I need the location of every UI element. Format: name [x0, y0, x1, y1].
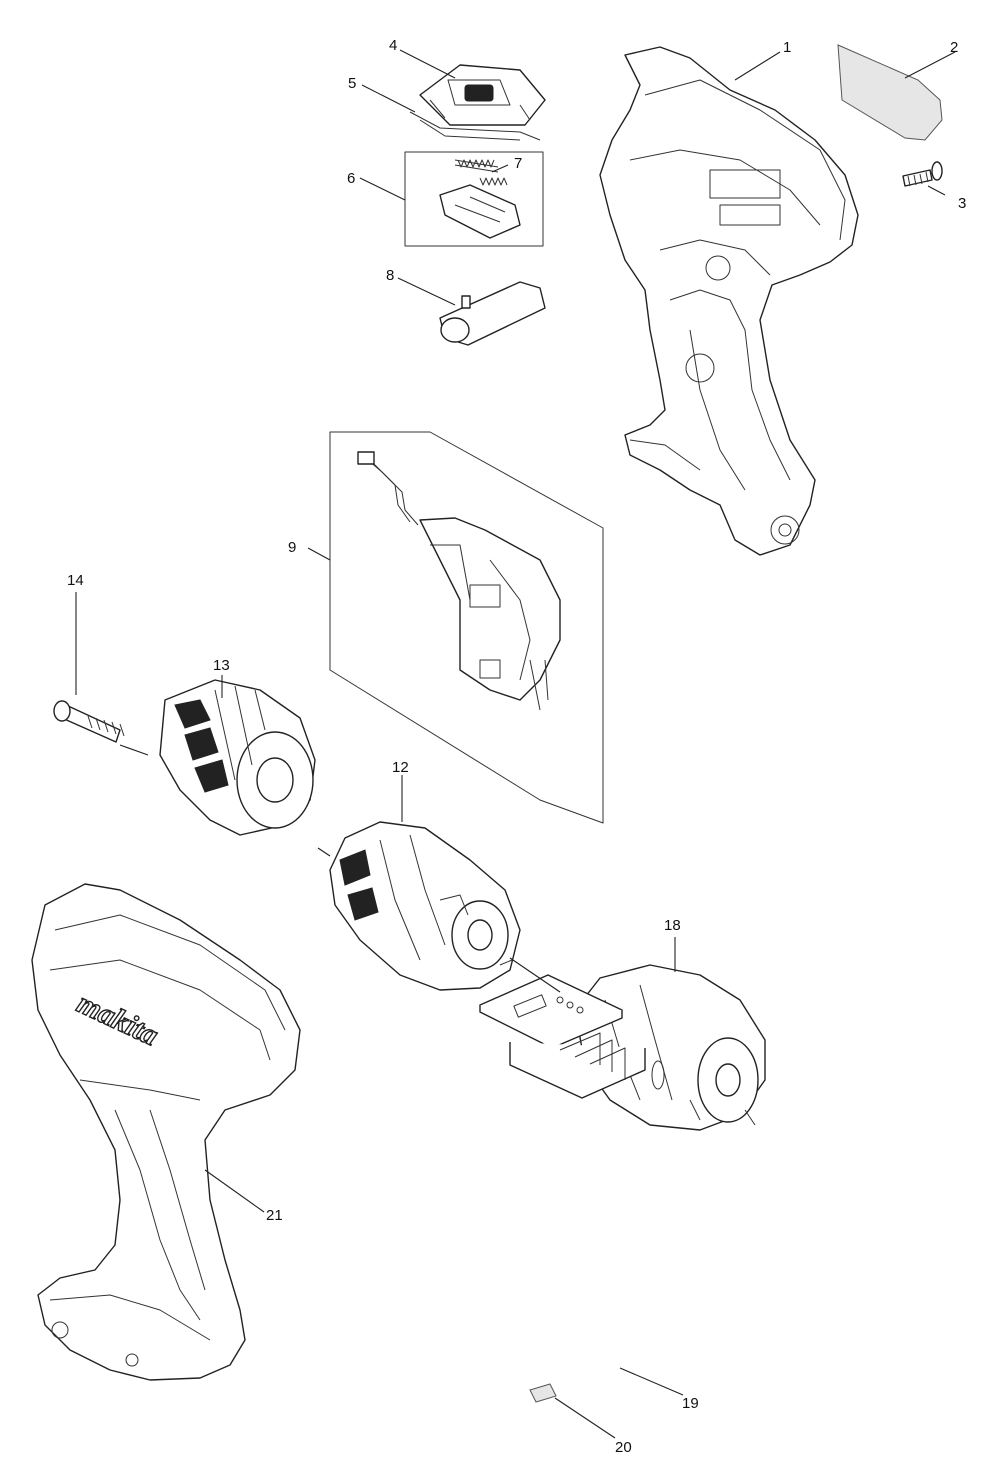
callout-9: 9 — [288, 539, 296, 556]
callout-7: 7 — [514, 155, 522, 172]
part-8-push-button — [439, 281, 546, 346]
callout-8: 8 — [386, 267, 394, 284]
callout-2: 2 — [950, 39, 958, 56]
part-19-controller — [479, 974, 646, 1099]
part-14-screw — [53, 700, 125, 743]
callout-3: 3 — [958, 195, 966, 212]
part-9-switch-assembly — [329, 431, 604, 824]
callout-1: 1 — [783, 39, 791, 56]
part-7-springs — [454, 159, 508, 186]
part-18-motor — [574, 964, 766, 1131]
callout-18: 18 — [664, 917, 681, 934]
callout-13: 13 — [213, 657, 230, 674]
callout-12: 12 — [392, 759, 409, 776]
callout-5: 5 — [348, 75, 356, 92]
part-20-small-label — [529, 1383, 557, 1403]
callout-4: 4 — [389, 37, 397, 54]
callout-14: 14 — [67, 572, 84, 589]
part-2-label-plate — [837, 44, 943, 141]
part-4-switch-cover — [419, 64, 546, 126]
callout-20: 20 — [615, 1439, 632, 1456]
callout-19: 19 — [682, 1395, 699, 1412]
part-21-housing-half-logo: makita — [31, 883, 301, 1381]
part-1-housing-half — [599, 46, 859, 556]
part-12-gear-assembly — [329, 821, 521, 991]
part-5-plate-spring — [409, 111, 541, 141]
part-13-drill-chuck — [159, 679, 316, 836]
callout-6: 6 — [347, 170, 355, 187]
part-3-screw — [902, 161, 943, 187]
part-6-switch-lever-assembly — [404, 151, 544, 247]
callout-labels: 1 2 3 4 5 6 7 8 9 12 13 14 18 19 20 21 — [67, 37, 966, 1456]
callout-21: 21 — [266, 1207, 283, 1224]
leader-lines — [75, 49, 956, 1439]
